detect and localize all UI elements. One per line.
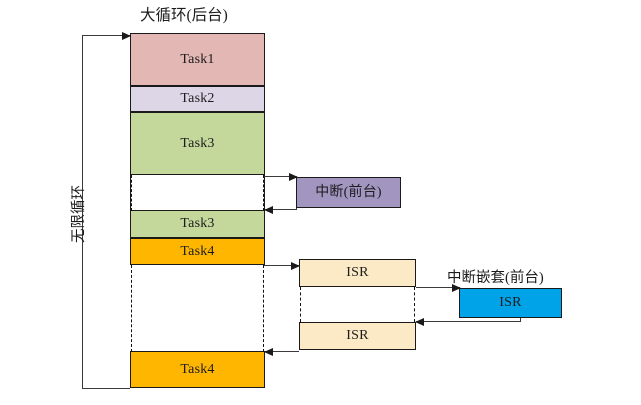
isr-label: ISR — [346, 328, 369, 343]
task-block-label: Task4 — [180, 361, 215, 377]
nested-interrupt-title: 中断嵌套(前台) — [447, 270, 544, 286]
nested-isr-label: ISR — [499, 295, 522, 310]
loop-top-arrow — [82, 31, 131, 40]
interrupt-handler-label: 中断(前台) — [315, 184, 382, 200]
nested-isr-block: ISR — [459, 288, 562, 318]
preemption-guide-right-lower — [263, 265, 264, 352]
loop-bottom-return — [82, 388, 130, 389]
nested-isr-enter-arrow — [416, 283, 461, 292]
task-block-label: Task1 — [180, 51, 215, 67]
background-loop-title: 大循环(后台) — [140, 7, 228, 24]
nested-isr-return-arrow — [415, 317, 521, 326]
infinite-loop-caption: 无限循环 — [71, 185, 87, 243]
preemption-guide-right-upper — [263, 175, 264, 211]
interrupt-enter-arrow — [264, 172, 298, 181]
task-block-task4-first: Task4 — [130, 238, 265, 265]
task-block-label: Task3 — [180, 135, 215, 151]
task-block-task4-resume: Task4 — [130, 351, 265, 388]
isr-block-lower: ISR — [299, 322, 416, 350]
isr-preemption-guide-right — [414, 287, 415, 322]
task-block-label: Task3 — [180, 216, 215, 231]
preemption-guide-left-upper — [131, 175, 132, 211]
task-block-label: Task4 — [180, 243, 215, 259]
isr-block-upper: ISR — [299, 259, 416, 287]
isr-enter-arrow — [264, 261, 300, 270]
task-block-task3-resume: Task3 — [130, 210, 265, 238]
isr-preempted-gap — [300, 287, 415, 322]
task-block-task3-first: Task3 — [130, 112, 265, 175]
interrupt-return-arrow — [264, 205, 297, 214]
isr-label: ISR — [346, 265, 369, 280]
task-block-label: Task2 — [180, 91, 215, 106]
preemption-guide-left-lower — [131, 265, 132, 352]
isr-return-arrow — [264, 347, 299, 356]
task-block-task2: Task2 — [130, 86, 265, 112]
interrupt-handler-block: 中断(前台) — [296, 177, 401, 208]
loop-left-spine — [82, 35, 83, 388]
task-block-task1: Task1 — [130, 33, 265, 86]
isr-preemption-guide-left — [300, 287, 301, 322]
task-preempted-gap-upper — [131, 175, 264, 210]
task-preempted-gap-lower — [131, 265, 264, 351]
